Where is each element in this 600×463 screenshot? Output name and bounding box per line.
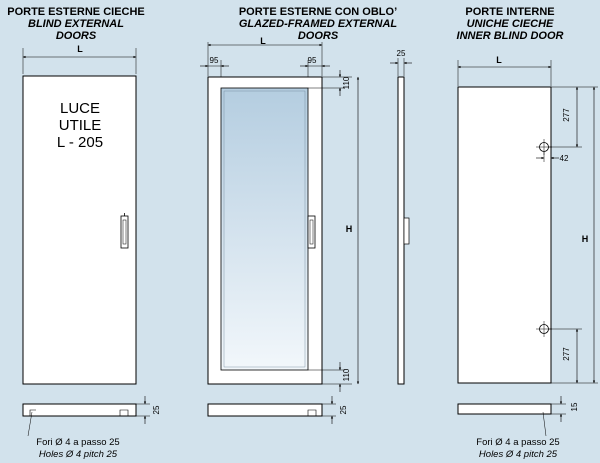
- blind-door-section: [22, 396, 150, 424]
- glazed-door-side-view: [397, 76, 405, 385]
- holes-note-en: Holes Ø 4 pitch 25: [39, 449, 118, 460]
- blind-external-title-en-2: DOORS: [56, 30, 97, 42]
- glazed-external-title-en-1: GLAZED-FRAMED EXTERNAL: [239, 18, 398, 30]
- glazed-height-label: H: [346, 224, 353, 234]
- blind-external-title-it: PORTE ESTERNE CIECHE: [7, 6, 145, 18]
- bottom-hinge-label: 277: [562, 347, 571, 361]
- luce-text-1: LUCE: [60, 100, 100, 117]
- glazed-width-label: L: [260, 36, 266, 46]
- glazed-external-door-panel: PORTE ESTERNE CON OBLO’ GLAZED-FRAMED EX…: [200, 6, 412, 424]
- blind-external-door-panel: PORTE ESTERNE CIECHE BLIND EXTERNAL DOOR…: [7, 6, 161, 460]
- glazed-section-depth-label: 25: [339, 405, 348, 414]
- handle-icon: [307, 215, 316, 249]
- inner-blind-door-front: [457, 86, 552, 384]
- inner-door-section: [457, 396, 566, 422]
- glass-pane: [220, 87, 309, 371]
- bottom-border-label: 110: [342, 368, 351, 381]
- blind-section-depth-label: 25: [152, 405, 161, 414]
- inner-title-it: PORTE INTERNE: [465, 6, 554, 18]
- handle-icon: [403, 217, 410, 245]
- luce-text-3: L - 205: [57, 134, 103, 151]
- inner-holes-note-it: Fori Ø 4 a passo 25: [476, 437, 559, 448]
- holes-leader-line: [27, 411, 33, 437]
- luce-text-2: UTILE: [59, 117, 102, 134]
- glazed-external-title-en-2: DOORS: [298, 30, 339, 42]
- inner-title-en-2: INNER BLIND DOOR: [457, 30, 564, 42]
- top-hinge-label: 277: [562, 108, 571, 122]
- inner-section-depth-label: 15: [570, 402, 579, 411]
- inner-blind-door-panel: PORTE INTERNE UNICHE CIECHE INNER BLIND …: [457, 6, 598, 460]
- blind-external-title-en-1: BLIND EXTERNAL: [28, 18, 124, 30]
- holes-note-it: Fori Ø 4 a passo 25: [36, 437, 119, 448]
- top-border-label: 110: [342, 76, 351, 89]
- glazed-external-title-it: PORTE ESTERNE CON OBLO’: [239, 6, 397, 18]
- inner-width-label: L: [496, 55, 502, 65]
- glazed-door-section: [207, 396, 336, 424]
- blind-door-front: [22, 75, 137, 385]
- inner-holes-leader-line: [542, 411, 547, 437]
- inner-title-en-1: UNICHE CIECHE: [467, 18, 554, 30]
- hinge-offset-label: 42: [560, 154, 569, 163]
- right-border-label: 95: [308, 56, 317, 65]
- left-border-label: 95: [210, 56, 219, 65]
- width-dimension-label: L: [77, 44, 83, 54]
- side-depth-label: 25: [397, 49, 406, 58]
- handle-icon: [120, 213, 129, 249]
- inner-height-label: H: [582, 234, 589, 244]
- inner-holes-note-en: Holes Ø 4 pitch 25: [479, 449, 558, 460]
